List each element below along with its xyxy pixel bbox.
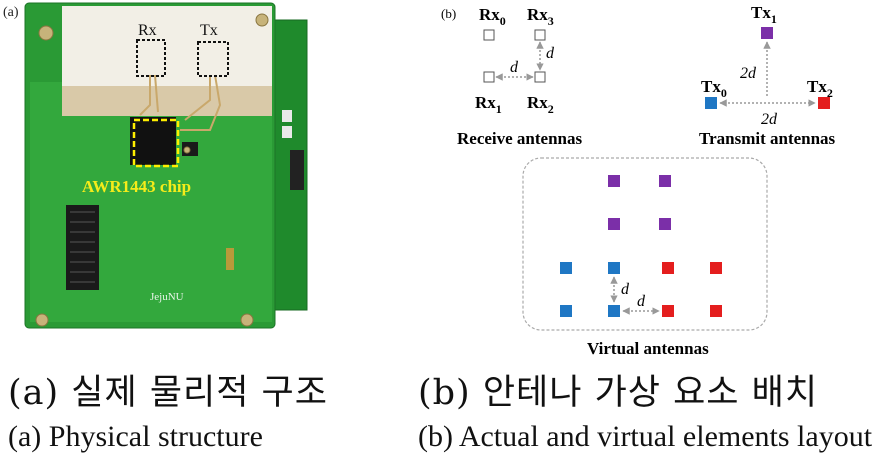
tx2-element [818,97,830,109]
board-silkscreen: JejuNU [150,291,184,303]
virtual-horizontal-spacing-label: d [637,293,646,310]
virtual-element [659,175,671,187]
tx-label: Tx [200,22,218,39]
rx0-element [483,29,495,41]
tx-vertical-spacing-label: 2d [740,65,757,82]
mount-hole [38,25,54,41]
radar-board-photo: (a) Rx Tx AWR1443 chip JejuNU [0,0,340,345]
virtual-element [710,305,722,317]
rx1-label: Rx1 [475,93,502,116]
rx1-element [483,71,495,83]
virtual-element [608,218,620,230]
rx0-label: Rx0 [479,5,506,28]
virtual-element [560,305,572,317]
virtual-element [659,218,671,230]
via [183,146,191,154]
virtual-element [608,262,620,274]
virtual-element [608,175,620,187]
mount-hole [240,313,254,327]
transmit-antennas-title: Transmit antennas [699,129,836,148]
tx0-label: Tx0 [701,77,727,100]
antenna-area [62,6,272,92]
virtual-element [608,305,620,317]
rx-vertical-spacing-label: d [546,45,555,62]
caption-a-english: (a) Physical structure [8,420,263,453]
awr1443-chip [130,117,176,165]
receive-antennas-group: Rx0 Rx3 d d Rx1 Rx2 Receive antennas [457,5,583,148]
virtual-array-frame [522,157,768,331]
tx-horizontal-spacing-label: 2d [761,111,778,128]
virtual-antennas-title: Virtual antennas [587,339,709,358]
virtual-antennas-group: d d Virtual antennas [522,157,768,358]
antenna-feed-area [62,86,272,116]
panel-b-tag: (b) [441,6,456,21]
component [282,126,292,138]
transmit-antennas-group: Tx1 2d Tx0 Tx2 2d Transmit antennas [699,3,836,148]
panel-a-tag: (a) [3,5,19,20]
tx-antenna-marker [197,41,229,77]
tx1-element [761,27,773,39]
rx2-label: Rx2 [527,93,554,116]
receive-antennas-title: Receive antennas [457,129,583,148]
antenna-layout-diagram: (b) Rx0 Rx3 d d Rx1 Rx2 Receive antennas… [441,3,836,358]
chip-highlight-box [132,118,180,168]
caption-b-korean: (b) 안테나 가상 요소 배치 [418,373,819,413]
virtual-element [662,305,674,317]
caption-b-english: (b) Actual and virtual elements layout [418,420,873,453]
tx2-label: Tx2 [807,77,833,100]
virtual-element [662,262,674,274]
chip-label: AWR1443 chip [82,177,191,196]
rx2-element [534,71,546,83]
component [282,110,292,122]
side-connector [290,150,304,190]
rx-antenna-marker [136,39,166,77]
rx-label: Rx [138,22,157,39]
mount-hole [35,313,49,327]
virtual-vertical-spacing-label: d [621,281,630,298]
virtual-element [710,262,722,274]
mount-hole [255,13,269,27]
tx0-element [705,97,717,109]
tx1-label: Tx1 [751,3,777,26]
rx3-label: Rx3 [527,5,554,28]
rx3-element [534,29,546,41]
pin-header [226,248,234,270]
caption-a-korean: (a) 실제 물리적 구조 [8,373,328,413]
edge-connector [66,205,99,290]
virtual-element [560,262,572,274]
rx-horizontal-spacing-label: d [510,59,519,76]
